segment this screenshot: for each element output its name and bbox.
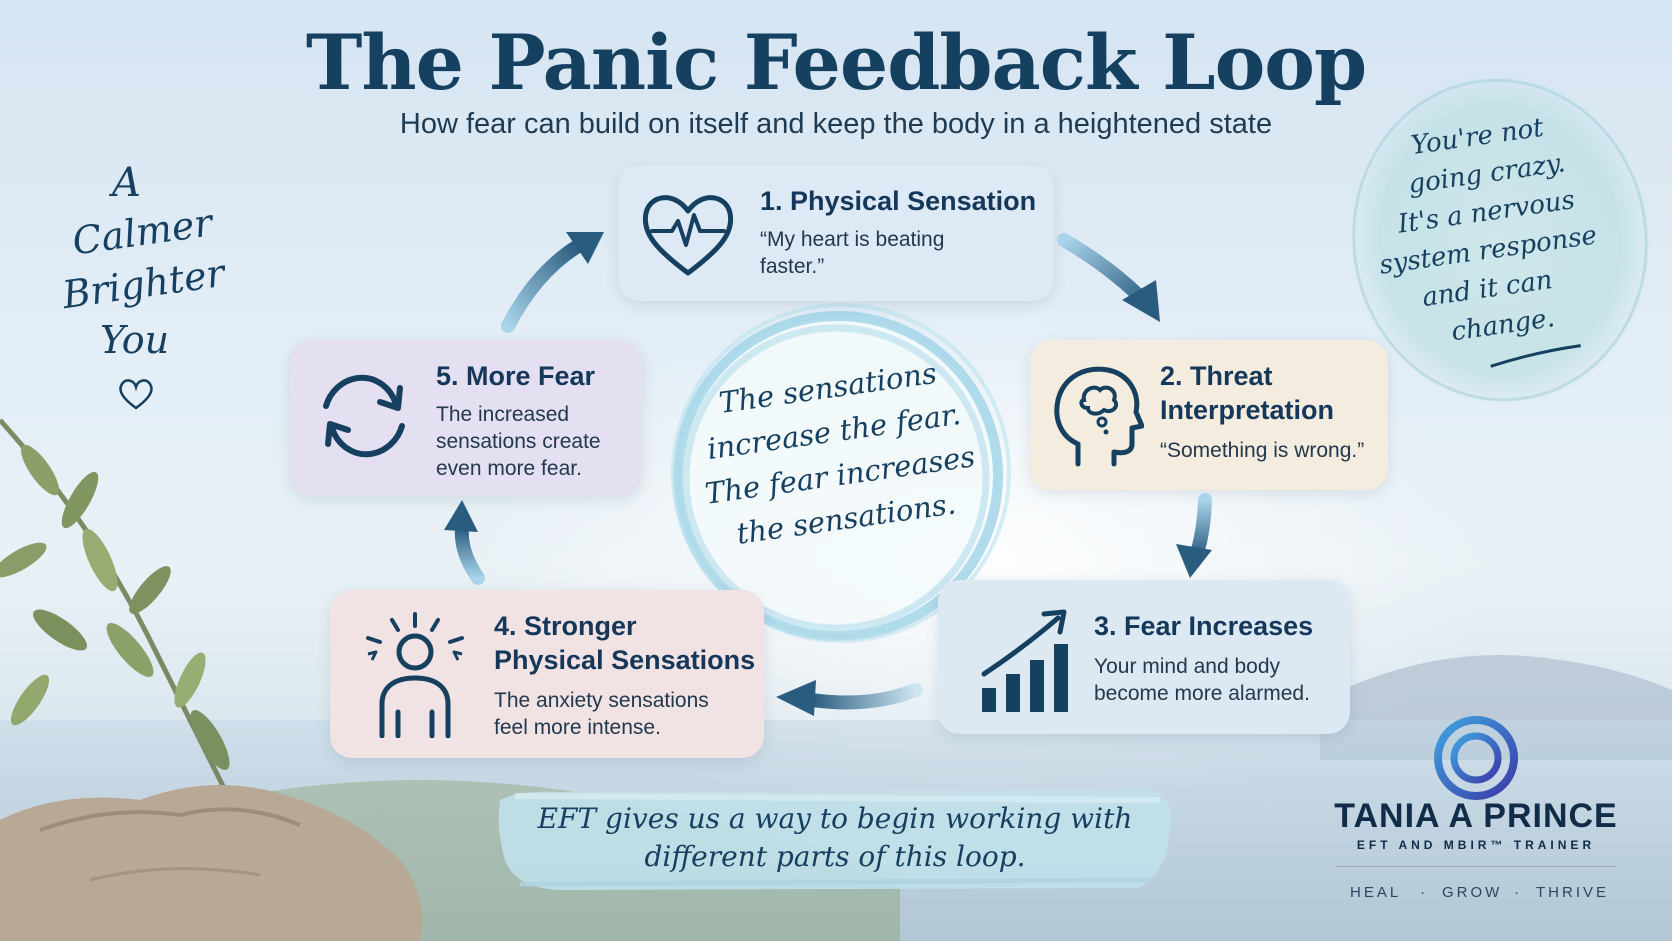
side-note: A Calmer Brighter You xyxy=(52,160,227,420)
rising-bars-icon xyxy=(981,609,1068,712)
step-1-desc-line-2: faster.” xyxy=(760,255,825,278)
step-card-4: 4. Stronger Physical Sensations The anxi… xyxy=(330,590,764,758)
head-thought-icon xyxy=(1054,366,1144,467)
brand-motto: HEAL · GROW · THRIVE xyxy=(1336,884,1616,904)
arrow-1-to-2 xyxy=(1057,233,1160,322)
step-5-desc-line-3: even more fear. xyxy=(436,457,582,480)
step-1-desc-line-1: “My heart is beating xyxy=(760,228,945,251)
step-5-desc-line-1: The increased xyxy=(436,403,570,426)
eft-banner: EFT gives us a way to begin working with… xyxy=(500,798,1170,888)
step-5-heading: 5. More Fear xyxy=(436,361,596,391)
page-title: The Panic Feedback Loop xyxy=(305,18,1367,107)
quote-underline xyxy=(1490,344,1581,368)
step-3-desc-line-1: Your mind and body xyxy=(1094,655,1281,678)
motto-dot-1: · xyxy=(1420,884,1428,901)
heart-outline-icon xyxy=(119,379,153,410)
side-note-line-4: You xyxy=(100,318,170,362)
quote-line-6: change. xyxy=(1449,303,1557,348)
step-2-desc-line-1: “Something is wrong.” xyxy=(1160,439,1365,462)
step-4-desc-line-1: The anxiety sensations xyxy=(494,689,709,712)
step-2-heading-line-1: 2. Threat xyxy=(1160,361,1273,391)
center-loop-message: The sensations increase the fear. The fe… xyxy=(677,350,1003,600)
step-4-desc-line-2: feel more intense. xyxy=(494,716,661,739)
arrow-5-to-1 xyxy=(501,232,604,333)
banner-line-2: different parts of this loop. xyxy=(644,840,1026,873)
arrow-4-to-5 xyxy=(444,500,485,585)
reassurance-quote: You're not going crazy. It's a nervous s… xyxy=(1362,105,1639,416)
step-5-desc-line-2: sensations create xyxy=(436,430,601,453)
step-4-heading-line-1: 4. Stronger xyxy=(494,611,637,641)
step-1-heading: 1. Physical Sensation xyxy=(760,186,1037,216)
brand-logo-icon xyxy=(1434,716,1518,800)
step-card-1: 1. Physical Sensation “My heart is beati… xyxy=(618,165,1054,301)
step-card-5: 5. More Fear The increased sensations cr… xyxy=(290,340,642,496)
step-4-heading-line-2: Physical Sensations xyxy=(494,645,756,675)
step-3-desc-line-2: become more alarmed. xyxy=(1094,682,1310,705)
brand-tagline: EFT AND MBIR™ TRAINER xyxy=(1356,838,1596,852)
arrow-3-to-4 xyxy=(776,680,923,716)
motto-dot-2: · xyxy=(1514,884,1522,901)
heart-pulse-icon xyxy=(642,195,734,276)
step-card-2: 2. Threat Interpretation “Something is w… xyxy=(1030,340,1388,490)
motto-heal: HEAL xyxy=(1350,884,1402,901)
cycle-arrows-icon xyxy=(323,374,405,458)
arrow-2-to-3 xyxy=(1176,493,1212,578)
step-2-heading-line-2: Interpretation xyxy=(1160,395,1335,425)
brand-name: TANIA A PRINCE xyxy=(1334,797,1618,835)
step-card-3: 3. Fear Increases Your mind and body bec… xyxy=(938,580,1350,734)
banner-line-1: EFT gives us a way to begin working with xyxy=(537,802,1133,835)
motto-thrive: THRIVE xyxy=(1536,884,1610,901)
brand-divider xyxy=(1336,866,1616,867)
step-3-heading: 3. Fear Increases xyxy=(1094,611,1314,641)
motto-grow: GROW xyxy=(1442,884,1503,901)
page-subtitle: How fear can build on itself and keep th… xyxy=(399,108,1273,140)
side-note-line-1: A xyxy=(112,160,141,206)
person-alarm-icon xyxy=(366,612,464,738)
